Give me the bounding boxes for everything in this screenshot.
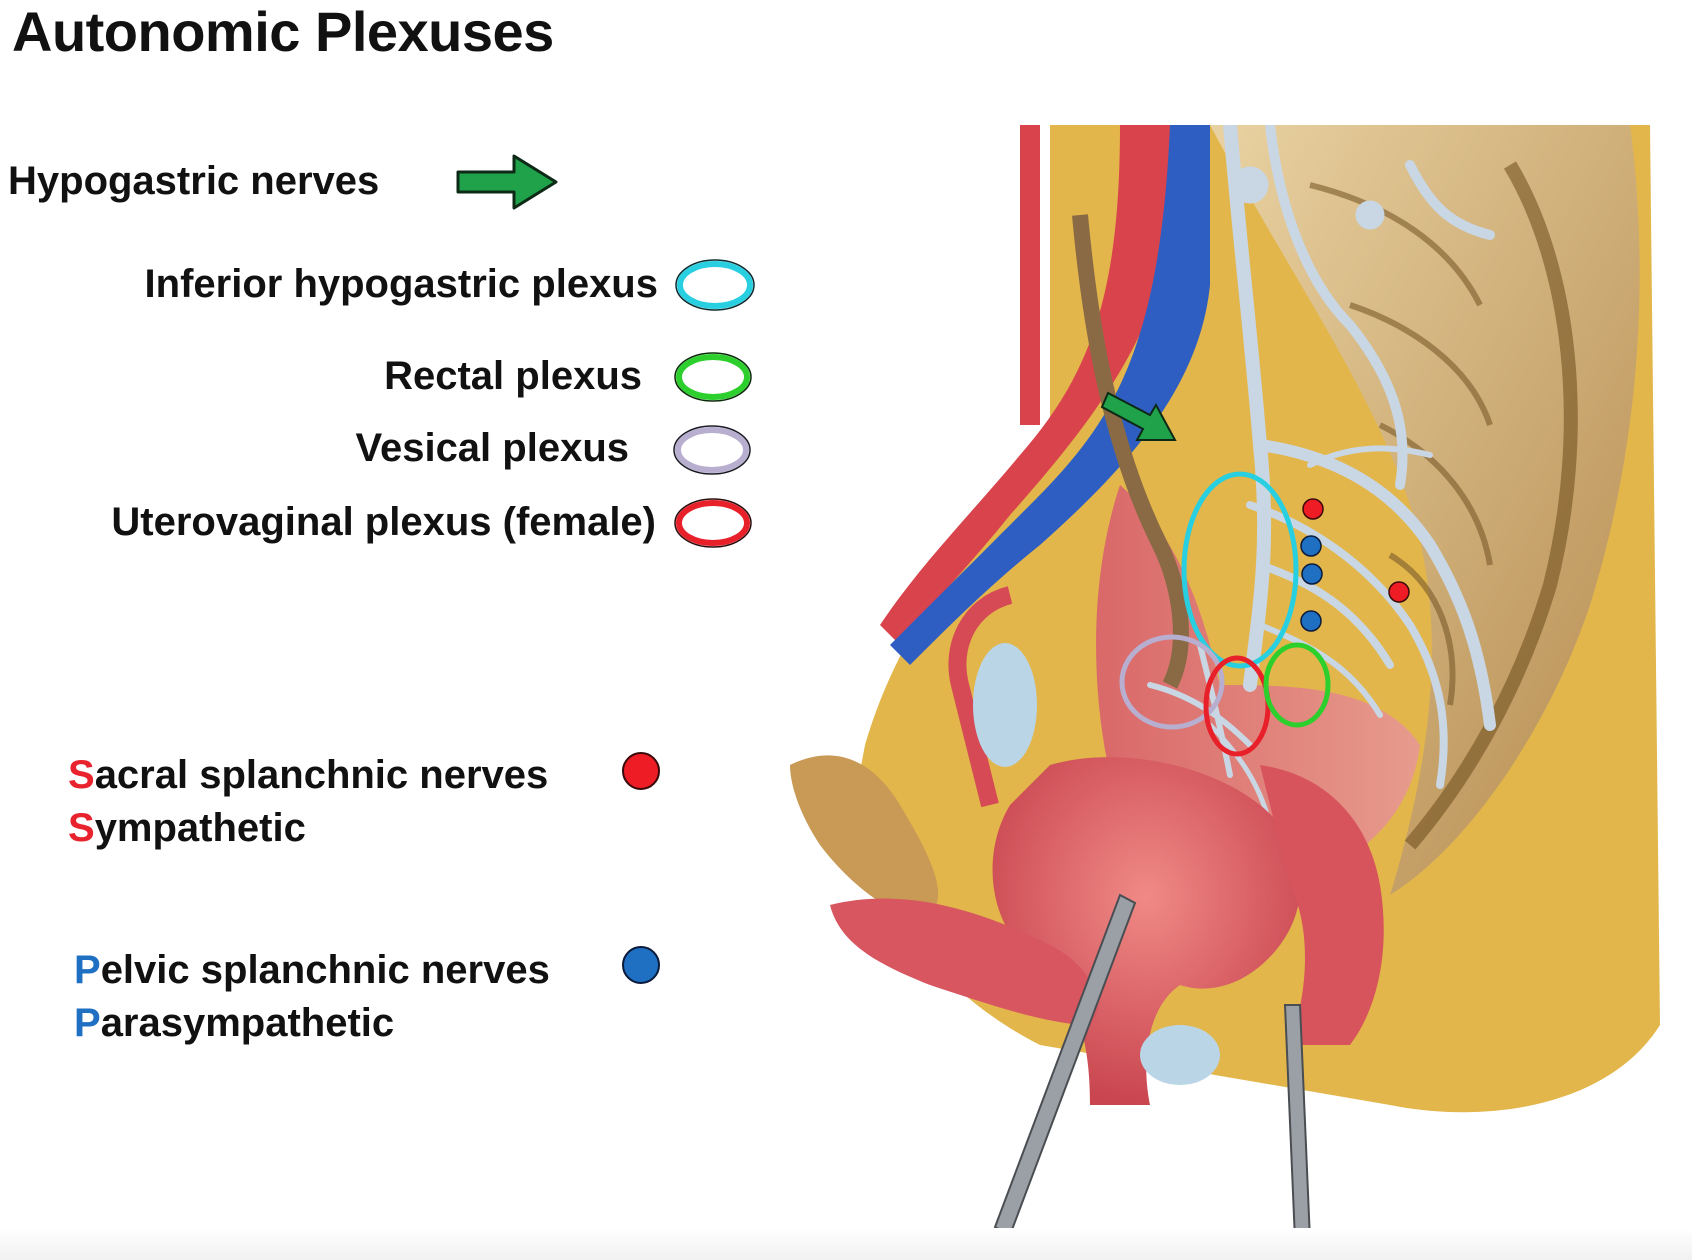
green-ellipse-icon [676,354,750,400]
bladder-fold [830,898,1098,1025]
hypogastric-arrow-marker [1100,391,1177,441]
green-arrow-icon [456,154,558,210]
blue-dot-icon [622,946,660,984]
legend-hypogastric-nerves: Hypogastric nerves [8,159,380,203]
ureter [1072,214,1189,689]
legend-vesical-plexus: Vesical plexus [355,426,629,470]
uterus [992,757,1301,1105]
parasympathetic-initial: P [74,1001,101,1045]
vesical-plexus-ring [1119,634,1225,730]
sacral-rest: acral splanchnic nerves [94,753,549,797]
red-dot-icon [622,752,660,790]
uterine-tube [948,586,1013,808]
parasympathetic-dot-marker [1300,610,1322,632]
legend-parasympathetic: Parasympathetic [74,999,394,1047]
ovary [973,643,1037,767]
inferior-hypogastric-plexus-ring [1181,471,1299,669]
legend-uterovaginal-plexus: Uterovaginal plexus (female) [111,500,656,544]
legend-inferior-hypogastric-plexus: Inferior hypogastric plexus [144,262,658,306]
sympathetic-dot-marker [1302,498,1324,520]
sacral-initial: S [68,753,95,797]
cyan-ellipse-icon [677,261,753,309]
red-ellipse-icon [676,500,750,546]
sympathetic-dot-marker [1388,581,1410,603]
parasympathetic-dot-marker [1300,535,1322,557]
sacrum-bone [1210,125,1640,895]
pelvic-initial: P [74,948,101,992]
sympathetic-initial: S [68,806,95,850]
legend-sacral-splanchnic-nerves: Sacral splanchnic nerves [68,751,548,799]
rectal-plexus-ring [1263,642,1331,728]
legend-pelvic-splanchnic-nerves: Pelvic splanchnic nerves [74,946,550,994]
iliac-artery [880,125,1170,645]
iliac-vein [890,125,1210,665]
page-title: Autonomic Plexuses [12,0,554,63]
rectum [1260,765,1384,1045]
lavender-ellipse-icon [675,427,749,473]
sympathetic-rest: ympathetic [94,806,306,850]
legend-rectal-plexus: Rectal plexus [384,354,642,398]
bottom-fade [0,1228,1692,1260]
pubic-bone [790,755,939,917]
pelvis-illustration [790,125,1660,1241]
pelvic-rest: elvic splanchnic nerves [100,948,550,992]
parasympathetic-rest: arasympathetic [100,1001,395,1045]
parasympathetic-dot-marker [1301,563,1323,585]
legend-sympathetic: Sympathetic [68,804,306,852]
